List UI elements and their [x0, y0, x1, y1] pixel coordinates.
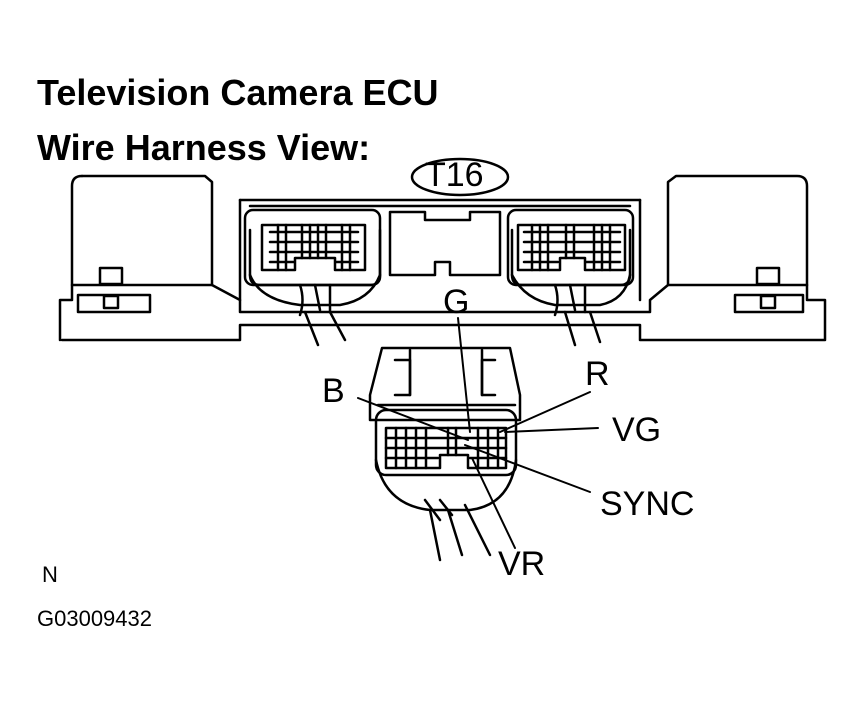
- corner-mark: N: [42, 562, 58, 587]
- pin-label-vr: VR: [498, 545, 546, 583]
- diagram-title-line2: Wire Harness View:: [37, 127, 371, 168]
- pin-label-r: R: [585, 355, 610, 393]
- leader-g: [457, 317, 471, 433]
- pin-leader-lines: [357, 317, 599, 549]
- pin-label-vg: VG: [612, 411, 662, 449]
- leader-vg: [504, 427, 599, 433]
- left-mount-bracket: [76, 266, 152, 314]
- pin-label-g: G: [443, 283, 470, 321]
- pin-label-b: B: [322, 372, 345, 410]
- ecu-left-harness: [248, 273, 382, 347]
- right-mount-bracket: [733, 266, 805, 314]
- leader-sync: [464, 444, 591, 493]
- diagram-title-line1: Television Camera ECU: [37, 72, 439, 113]
- ecu-right-harness: [510, 273, 632, 347]
- leader-vr: [471, 457, 516, 549]
- connector-id-ellipse: [410, 157, 510, 197]
- leader-b: [357, 397, 469, 441]
- connector-id-label: T16: [425, 156, 484, 194]
- ecu-housing: [58, 174, 827, 342]
- ecu-center-socket: [388, 210, 502, 277]
- harness-connector-t16: [368, 346, 522, 562]
- figure-code: G03009432: [37, 606, 152, 631]
- pin-label-sync: SYNC: [600, 485, 695, 523]
- leader-r: [499, 391, 591, 433]
